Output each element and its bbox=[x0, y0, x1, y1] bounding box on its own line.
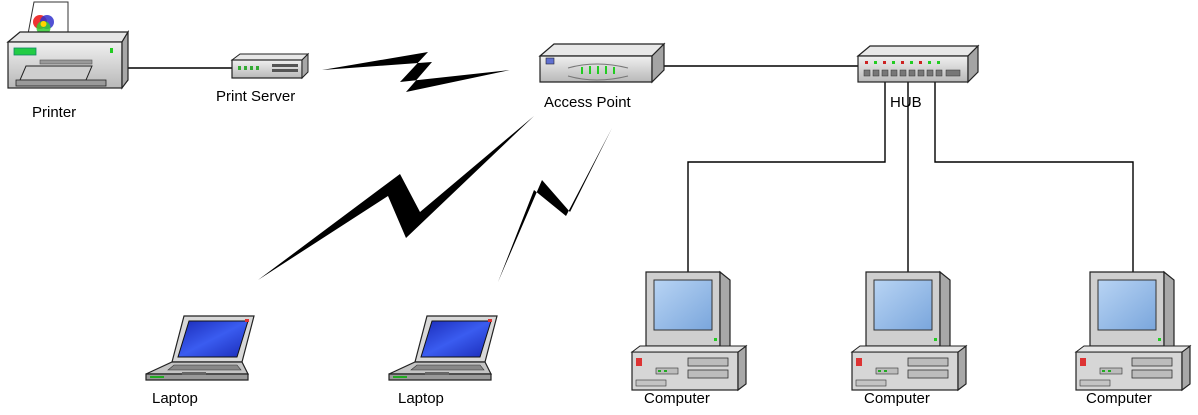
hub-label: HUB bbox=[890, 94, 922, 111]
computer-1-label: Computer bbox=[644, 390, 710, 407]
computer-3-icon bbox=[1075, 271, 1191, 391]
laptop-2-icon bbox=[388, 315, 498, 381]
computer-3-label: Computer bbox=[1086, 390, 1152, 407]
access-point-label: Access Point bbox=[544, 94, 632, 111]
wireless-link-laptop-2-icon bbox=[498, 128, 612, 282]
computer-2-label: Computer bbox=[864, 390, 930, 407]
access-point-icon bbox=[538, 42, 666, 84]
laptop-1-icon bbox=[145, 315, 255, 381]
hub-to-computer-1-wire bbox=[687, 82, 886, 272]
laptop-2-label: Laptop bbox=[398, 390, 444, 407]
wireless-link-laptop-1-icon bbox=[258, 116, 534, 280]
laptop-1-label: Laptop bbox=[152, 390, 198, 407]
computer-1-icon bbox=[631, 271, 747, 391]
printer-icon bbox=[6, 1, 130, 90]
print-server-label: Print Server bbox=[216, 88, 295, 105]
print-server-icon bbox=[230, 52, 310, 80]
hub-icon bbox=[856, 44, 980, 84]
printer-label: Printer bbox=[32, 104, 76, 121]
wireless-link-print-server-icon bbox=[322, 52, 510, 92]
computer-2-icon bbox=[851, 271, 967, 391]
hub-to-computer-3-wire bbox=[934, 82, 1134, 272]
